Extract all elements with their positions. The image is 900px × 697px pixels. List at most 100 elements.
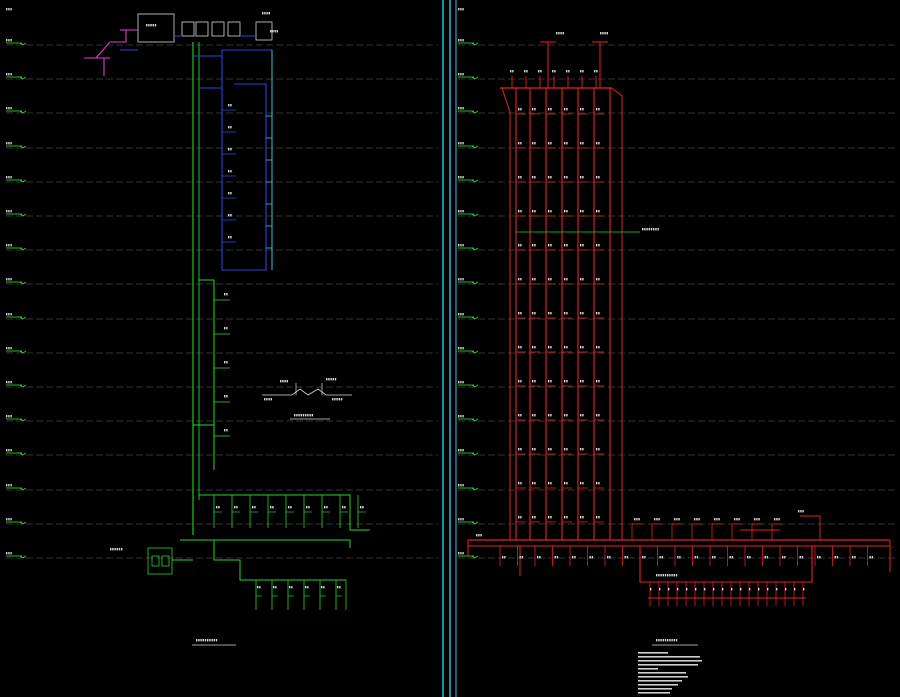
hydrant-label-mark — [596, 346, 598, 349]
hydrant-label-mark — [550, 210, 552, 213]
main-label-mark — [480, 534, 482, 537]
annotation-text-mark — [644, 228, 646, 231]
pump-unit — [151, 555, 160, 567]
level-triangle — [471, 384, 479, 388]
level-elevation-mark — [8, 142, 10, 145]
level-elevation-mark — [460, 244, 462, 247]
podium-label-mark — [778, 518, 780, 521]
podium-label-mark — [679, 556, 681, 559]
fire-hydrant-riser-diagram[interactable] — [467, 32, 891, 646]
level-elevation-mark — [460, 449, 462, 452]
hydrant-label-mark — [598, 278, 600, 281]
branch-label-mark — [228, 148, 230, 151]
view-caption-mark — [213, 639, 215, 642]
level-elevation-mark — [6, 518, 8, 521]
level-elevation-mark — [458, 278, 460, 281]
level-elevation-mark — [462, 142, 464, 145]
equipment-note-mark — [276, 30, 278, 33]
level-elevation-mark — [460, 552, 462, 555]
hydrant-label-mark — [520, 278, 522, 281]
prv-detail-label — [336, 398, 338, 401]
level-elevation-mark — [6, 244, 8, 247]
podium-label-mark — [714, 556, 716, 559]
level-elevation-mark — [458, 176, 460, 179]
hydrant-label-mark — [548, 176, 550, 179]
view-caption-mark — [200, 639, 202, 642]
podium-label-mark — [656, 518, 658, 521]
hydrant-label-mark — [580, 176, 582, 179]
basement-label-mark — [307, 586, 309, 589]
prv-detail-label — [270, 398, 272, 401]
hydrant-label-mark — [548, 312, 550, 315]
level-triangle — [19, 145, 27, 149]
level-elevation-mark — [460, 107, 462, 110]
hydrant-label-mark — [532, 516, 534, 519]
hydrant-label-mark — [566, 448, 568, 451]
hydrant-label-mark — [566, 482, 568, 485]
design-notes-block — [638, 652, 702, 694]
basement-label-mark — [337, 586, 339, 589]
podium-label-mark — [802, 510, 804, 513]
branch-label-mark — [226, 429, 228, 432]
level-elevation-mark — [10, 552, 12, 555]
level-elevation-mark — [10, 39, 12, 42]
level-triangle — [471, 418, 479, 422]
hydrant-label-mark — [534, 380, 536, 383]
level-triangle — [19, 213, 27, 217]
tank-label-mark — [148, 24, 150, 27]
branch-label-mark — [228, 170, 230, 173]
hydrant-label-mark — [580, 346, 582, 349]
hydrant-label-mark — [582, 210, 584, 213]
tank-feed-pipe — [95, 30, 127, 59]
hydrant-label-mark — [564, 278, 566, 281]
hydrant-label-mark — [520, 142, 522, 145]
hydrant-label-mark — [580, 278, 582, 281]
basement-note-mark — [660, 574, 662, 577]
basement-header-upper — [199, 494, 370, 531]
podium-label-mark — [819, 556, 821, 559]
branch-label-mark — [230, 148, 232, 151]
level-elevation-mark — [10, 278, 12, 281]
main-label-mark — [476, 534, 478, 537]
level-elevation-mark — [460, 142, 462, 145]
basement-label-mark — [360, 506, 362, 509]
level-triangle — [471, 42, 479, 46]
basement-note-mark — [675, 574, 678, 577]
level-elevation-mark — [460, 210, 462, 213]
level-elevation-mark — [460, 518, 462, 521]
hydrant-label-mark — [596, 244, 598, 247]
level-elevation-mark — [458, 39, 460, 42]
floor-levels-right — [458, 8, 896, 559]
hydrant-label-mark — [534, 108, 536, 111]
hydrant-label-mark — [518, 380, 520, 383]
podium-label-mark — [677, 556, 679, 559]
hydrant-label-mark — [550, 176, 552, 179]
equipment-note-mark — [264, 12, 266, 15]
basement-label-mark — [289, 586, 291, 589]
water-supply-riser-diagram[interactable] — [84, 12, 370, 646]
level-elevation-mark — [8, 278, 10, 281]
basement-label-mark — [785, 588, 787, 591]
basement-label-mark — [803, 588, 805, 591]
basement-label-mark — [749, 588, 751, 591]
level-triangle — [19, 521, 27, 525]
podium-label-mark — [766, 556, 769, 559]
podium-label-mark — [554, 556, 556, 559]
hydrant-label-mark — [598, 108, 600, 111]
level-elevation-mark — [10, 210, 12, 213]
podium-label-mark — [644, 556, 646, 559]
level-elevation-mark — [460, 484, 462, 487]
hydrant-label-mark — [580, 244, 582, 247]
annotation-text-mark — [648, 228, 650, 231]
level-triangle — [19, 487, 27, 491]
hydrant-label-mark — [520, 448, 522, 451]
basement-note-mark — [673, 574, 675, 577]
hydrant-label-mark — [532, 278, 534, 281]
roof-label-mark — [540, 70, 542, 73]
hydrant-label-mark — [582, 244, 584, 247]
hydrant-label-mark — [564, 108, 566, 111]
level-elevation-mark — [462, 8, 464, 11]
level-elevation-mark — [6, 313, 8, 316]
hydrant-label-mark — [534, 414, 536, 417]
